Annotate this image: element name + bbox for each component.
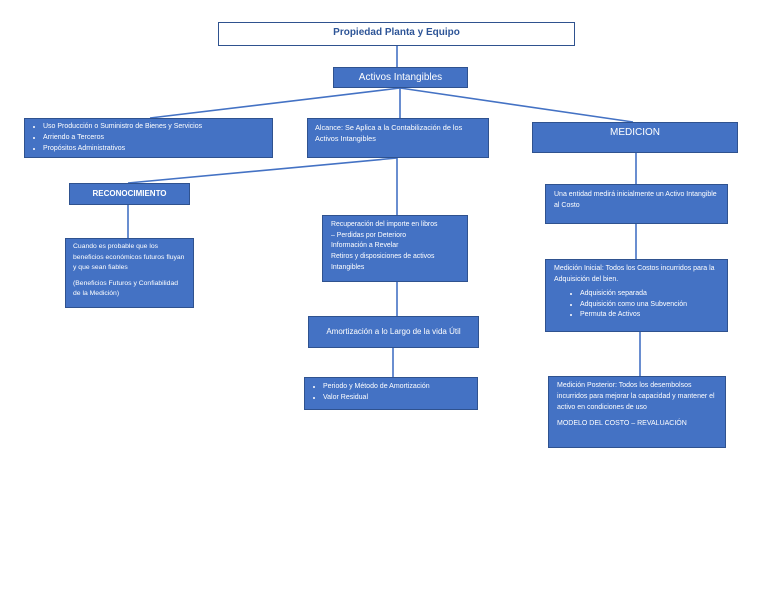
- list-item: Periodo y Método de Amortización: [323, 382, 477, 393]
- amortizacion-list: Periodo y Método de Amortización Valor R…: [305, 382, 477, 404]
- list-item: Arriendo a Terceros: [43, 133, 272, 144]
- reconocimiento-node: RECONOCIMIENTO: [69, 183, 190, 205]
- modelo-costo-label: MODELO DEL COSTO – REVALUACIÓN: [557, 419, 687, 427]
- reconocimiento-detail-node: Cuando es probable que los beneficios ec…: [65, 238, 194, 308]
- medicion-inicial-list: Adquisición separada Adquisición como un…: [554, 289, 719, 322]
- reconocimiento-note: (Beneficios Futuros y Confiabilidad de l…: [73, 279, 179, 298]
- connector-alcance-reconocimiento: [127, 157, 398, 184]
- medicion-node: MEDICION: [532, 122, 738, 153]
- root-node-activos-intangibles: Activos Intangibles: [333, 67, 468, 88]
- reconocimiento-text: Cuando es probable que los beneficios ec…: [73, 243, 185, 272]
- amortizacion-node: Amortización a lo Largo de la vida Útil: [308, 316, 479, 348]
- connector-root-uses: [149, 87, 401, 119]
- recuperacion-line: Información a Revelar: [331, 242, 399, 250]
- recuperacion-line: – Perdidas por Deterioro: [331, 231, 407, 239]
- medicion-inicial-text: Medición Inicial: Todos los Costos incur…: [554, 265, 715, 283]
- medicion-costo-node: Una entidad medirá inicialmente un Activ…: [545, 184, 728, 224]
- recuperacion-line: Recuperación del importe en libros: [331, 221, 438, 228]
- page-title: Propiedad Planta y Equipo: [218, 22, 575, 46]
- amortizacion-items-node: Periodo y Método de Amortización Valor R…: [304, 377, 478, 410]
- list-item: Permuta de Activos: [580, 310, 719, 321]
- alcance-node: Alcance: Se Aplica a la Contabilización …: [307, 118, 489, 158]
- list-item: Propósitos Administrativos: [43, 144, 272, 155]
- medicion-posterior-node: Medición Posterior: Todos los desembolso…: [548, 376, 726, 448]
- list-item: Uso Producción o Suministro de Bienes y …: [43, 122, 272, 133]
- connector-root-medicion: [399, 87, 634, 123]
- medicion-posterior-text: Medición Posterior: Todos los desembolso…: [557, 382, 715, 411]
- list-item: Valor Residual: [323, 393, 477, 404]
- medicion-inicial-node: Medición Inicial: Todos los Costos incur…: [545, 259, 728, 332]
- list-item: Adquisición separada: [580, 289, 719, 300]
- recuperacion-node: Recuperación del importe en libros – Per…: [322, 215, 468, 282]
- list-item: Adquisición como una Subvención: [580, 300, 719, 311]
- uses-node: Uso Producción o Suministro de Bienes y …: [24, 118, 273, 158]
- recuperacion-line: Retiros y disposiciones de activos Intan…: [331, 253, 435, 271]
- uses-list: Uso Producción o Suministro de Bienes y …: [25, 122, 272, 155]
